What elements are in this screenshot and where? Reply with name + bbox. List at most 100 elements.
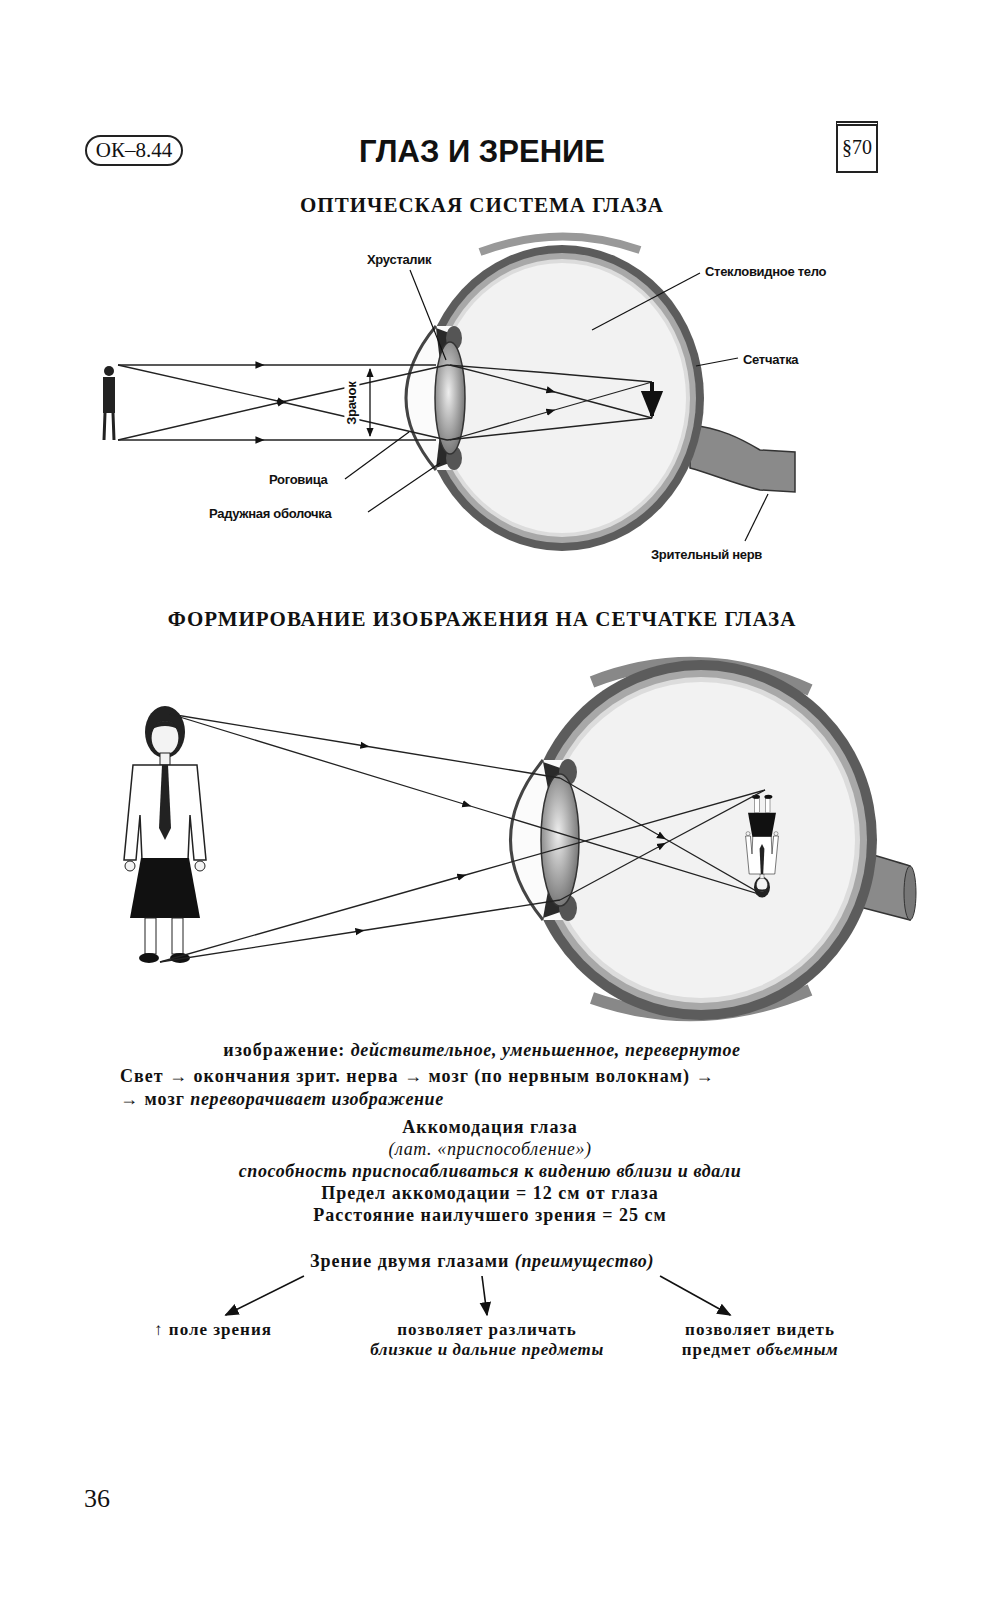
person-figure (104, 413, 114, 440)
part-label: Зрительный нерв (650, 547, 763, 562)
node-text: позволяет различать (370, 1320, 604, 1340)
section-heading: ОПТИЧЕСКАЯ СИСТЕМА ГЛАЗА (300, 193, 664, 217)
note-text: способность приспосабливаться к видению … (239, 1161, 742, 1181)
part-label: Зрачок (345, 380, 360, 425)
text-line: изображение: действительное, уменьшенное,… (223, 1040, 740, 1061)
light-ray (160, 900, 560, 962)
choroid (535, 670, 867, 1010)
optic-nerve (904, 866, 916, 920)
light-ray (560, 778, 765, 896)
retina-image (746, 795, 779, 898)
advantage-text: позволяет видеть предметобъемным (661, 1318, 859, 1363)
vitreous-body (547, 682, 855, 998)
optic-nerve (690, 425, 795, 492)
note-text: изображение: (223, 1040, 345, 1060)
paragraph-badge: §70 (836, 121, 878, 173)
part-label: Роговица (268, 472, 328, 487)
eye-diagram (103, 236, 795, 551)
text-line: ФОРМИРОВАНИЕ ИЗОБРАЖЕНИЯ НА СЕТЧАТКЕ ГЛА… (168, 607, 797, 631)
node-text: объемным (756, 1340, 838, 1359)
summary-heading: Зрение двумя глазами (преимущество) (306, 1249, 658, 1274)
light-ray (450, 382, 652, 440)
eye-diagram (124, 660, 916, 1020)
text-line: Роговица (268, 470, 328, 488)
leader-line (696, 358, 738, 366)
code-badge: ОК–8.44 (85, 135, 183, 166)
pupil-bracket (369, 369, 370, 436)
part-label: Стекловидное тело (704, 264, 827, 279)
node-text: ОК–8.44 (96, 138, 172, 162)
text-line: Радужная оболочка (208, 504, 333, 522)
node-text: Зрение двумя глазами (310, 1251, 509, 1271)
light-ray (118, 439, 436, 440)
text-line: ОПТИЧЕСКАЯ СИСТЕМА ГЛАЗА (300, 193, 664, 217)
arrow-connector (226, 1276, 304, 1315)
girl-figure (124, 706, 206, 963)
node-text: (преимущество) (515, 1251, 654, 1271)
light-ray (118, 364, 436, 365)
page-title: ГЛАЗ И ЗРЕНИЕ (359, 133, 605, 170)
person-figure (104, 366, 114, 376)
advantage-text: ↑ поле зрения (150, 1318, 276, 1342)
vitreous-body (438, 263, 686, 533)
text-line: Предел аккомодации = 12 см от глаза (321, 1183, 659, 1204)
leader-line (592, 273, 700, 330)
light-ray (560, 790, 765, 900)
cornea (511, 760, 544, 920)
text-line: Хрусталик (366, 250, 432, 268)
light-ray (118, 365, 447, 440)
leader-line (368, 463, 440, 512)
fact-text: Расстояние наилучшего зрения = 25 см (313, 1205, 666, 1225)
section-heading: ФОРМИРОВАНИЕ ИЗОБРАЖЕНИЯ НА СЕТЧАТКЕ ГЛА… (168, 607, 797, 631)
leader-line (745, 494, 768, 541)
light-ray (170, 714, 560, 778)
note-text: (лат. «приспособление») (388, 1139, 591, 1159)
light-ray (170, 714, 765, 896)
part-label: Хрусталик (366, 252, 432, 267)
note-text: переворачивает изображение (190, 1089, 443, 1109)
light-rays (160, 714, 765, 962)
node-text: §70 (842, 136, 872, 158)
note-text: Свет → окончания зрит. нерва → мозг (по … (120, 1066, 714, 1086)
arrow-connector (482, 1276, 487, 1315)
node-text: ↑ поле зрения (154, 1320, 272, 1339)
text-line: Сетчатка (742, 350, 799, 368)
lens (541, 774, 579, 906)
note-text: → мозг (120, 1089, 185, 1109)
retina (434, 259, 690, 537)
text-line: → мозгпереворачивает изображение (120, 1089, 444, 1110)
text-line: Аккомодация глаза (402, 1117, 577, 1138)
text-line: Зрачок (343, 380, 361, 425)
node-text: близкие и дальние предметы (370, 1340, 604, 1360)
advantage-text: позволяет различатьблизкие и дальние пре… (366, 1318, 608, 1363)
text-line: Стекловидное тело (704, 262, 827, 280)
fact-text: Предел аккомодации = 12 см от глаза (321, 1183, 659, 1203)
leader-line (410, 270, 446, 360)
light-ray (118, 365, 447, 440)
light-ray (447, 365, 652, 382)
sclera (525, 660, 877, 1020)
part-label: Радужная оболочка (208, 506, 333, 521)
text-line: Расстояние наилучшего зрения = 25 см (313, 1205, 666, 1226)
text-line: (лат. «приспособление») (388, 1139, 591, 1160)
text-line: Свет → окончания зрит. нерва → мозг (по … (120, 1066, 714, 1087)
page-number: 36 (84, 1484, 110, 1513)
text-line: Зрительный нерв (650, 545, 763, 563)
term-heading: Аккомодация глаза (402, 1117, 577, 1137)
arrow-connector (660, 1276, 730, 1315)
image-arrow (650, 382, 654, 416)
person-figure (103, 377, 115, 413)
note-text: действительное, уменьшенное, перевернуто… (351, 1040, 741, 1060)
leader-line (345, 432, 409, 479)
text-line: 36 (84, 1484, 110, 1514)
light-ray (160, 790, 765, 962)
text-line: способность приспосабливаться к видению … (239, 1161, 742, 1182)
light-rays (118, 365, 652, 440)
light-ray (447, 418, 652, 440)
sclera (420, 245, 704, 551)
part-label: Сетчатка (742, 352, 799, 367)
cornea (406, 326, 436, 470)
leader-lines (345, 270, 768, 541)
